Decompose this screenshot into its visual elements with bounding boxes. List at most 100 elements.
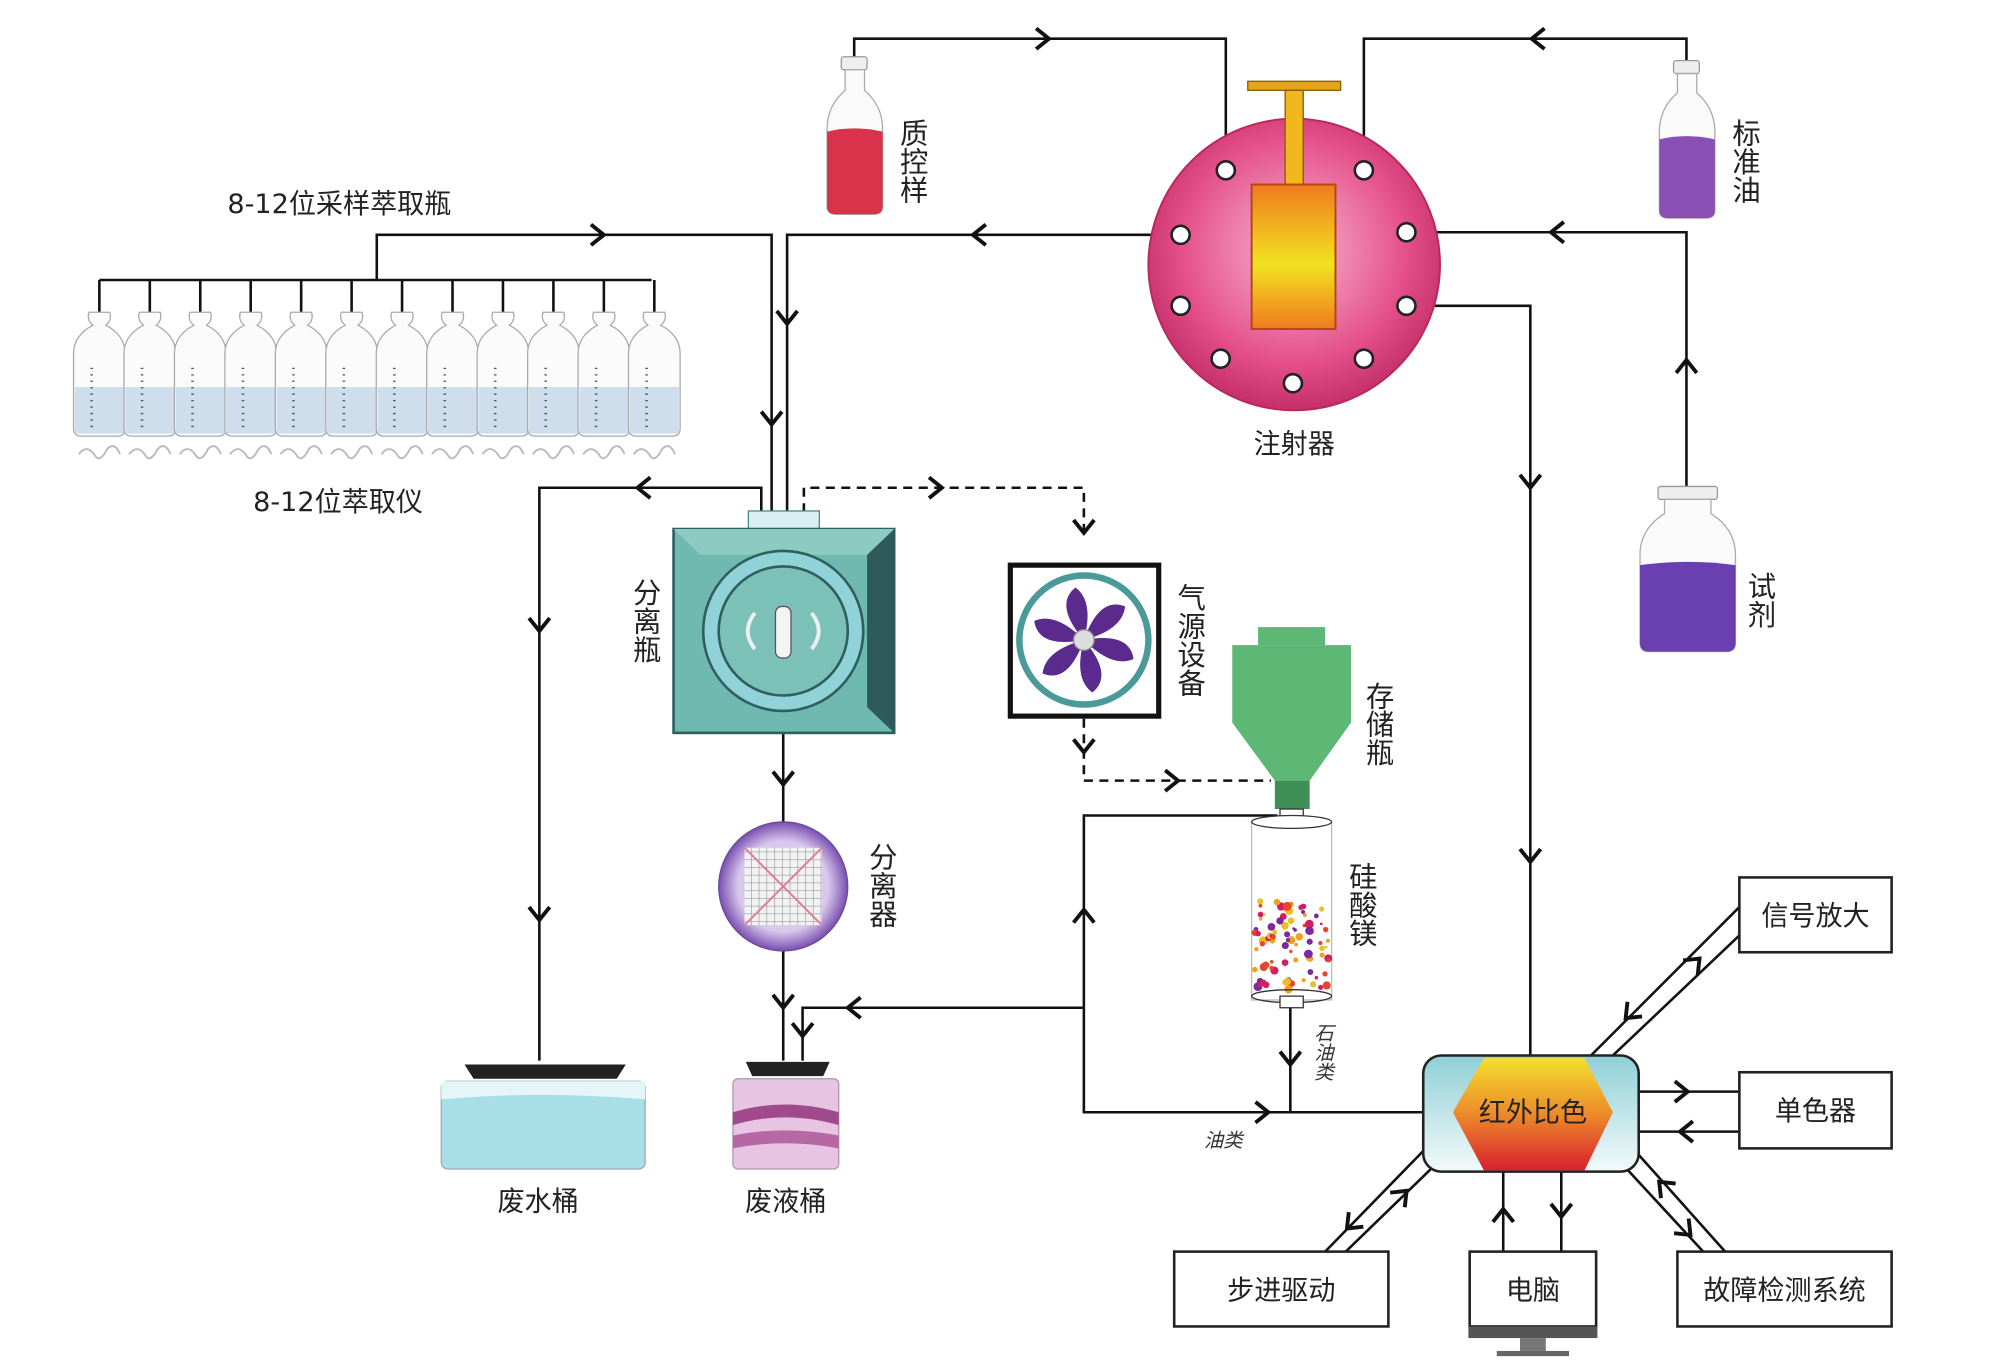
extractor-holder-icon <box>330 445 374 460</box>
magnesium-silicate-label: 硅酸镁 <box>1345 862 1378 947</box>
magnesium-silicate-column[interactable] <box>1250 814 1333 1009</box>
sampling-bottle[interactable] <box>526 280 580 460</box>
sampling-bottle[interactable] <box>627 280 681 460</box>
flow-arrow-icon <box>1163 768 1182 793</box>
flow-arrow-icon <box>527 905 552 924</box>
sampling-bottle[interactable] <box>476 280 530 460</box>
computer-label: 电脑 <box>1506 1275 1560 1306</box>
flow-arrow-icon <box>1344 1211 1364 1231</box>
flow-arrow-icon <box>527 616 552 635</box>
flow-arrow-icon <box>759 410 784 428</box>
flow-arrow-icon <box>1676 1119 1695 1144</box>
extractor-holder-icon <box>178 445 222 460</box>
ir-colorimetry-unit[interactable]: 红外比色 <box>1421 1054 1640 1173</box>
injector-port <box>1353 160 1375 181</box>
extractor-holder-icon <box>77 445 121 460</box>
extractor-label: 8-12位萃取仪 <box>253 487 423 518</box>
waste-water-bucket-label: 废水桶 <box>497 1186 578 1217</box>
waste-liquid-bucket-label: 废液桶 <box>745 1186 826 1217</box>
standard-oil-bottle[interactable] <box>1658 60 1716 219</box>
flow-arrow-icon <box>1657 1179 1676 1199</box>
waste-liquid-bucket[interactable] <box>732 1061 840 1170</box>
sampling-bottle[interactable] <box>72 280 126 460</box>
flow-arrow-icon <box>771 993 796 1011</box>
flow-arrow-icon <box>1034 26 1053 51</box>
injector-port <box>1353 348 1375 370</box>
injector-port <box>1210 348 1231 370</box>
gas-source-label: 气源设备 <box>1173 583 1206 697</box>
waste-water-bucket[interactable] <box>440 1064 646 1170</box>
standard-oil-label: 标准油 <box>1728 119 1761 204</box>
flow-arrow-icon <box>775 309 799 327</box>
qc-sample-label: 质控样 <box>896 119 929 204</box>
sampling-bottle[interactable] <box>274 280 328 460</box>
sampling-bottles <box>72 280 681 460</box>
flow-arrow-icon <box>1072 906 1096 924</box>
oils-label: 油类 <box>1204 1129 1245 1152</box>
flow-lines <box>99 37 1741 1253</box>
separator[interactable] <box>718 821 849 952</box>
sampling-bottle[interactable] <box>173 280 227 460</box>
extractor-holder-icon <box>380 445 424 460</box>
flow-arrow-icon <box>1549 1202 1574 1220</box>
flow-arrow-icon <box>1072 518 1096 537</box>
petroleum-label: 石油类 <box>1311 1023 1334 1081</box>
flow-arrow-icon <box>771 770 796 788</box>
extractor-holder-icon <box>532 445 575 460</box>
flow-arrow-icon <box>1072 738 1096 756</box>
sampling-bottle[interactable] <box>123 280 177 460</box>
stepper-drive-box[interactable]: 步进驱动 <box>1172 1250 1390 1328</box>
flow-arrow-icon <box>589 223 607 247</box>
ir-colorimetry-label: 红外比色 <box>1479 1097 1587 1128</box>
injector-port <box>1215 160 1237 181</box>
fan-blade-icon <box>1083 604 1126 640</box>
sampling-bottle[interactable] <box>577 280 631 460</box>
monitor-base-icon <box>1468 1326 1598 1339</box>
extractor-holder-icon <box>431 445 475 460</box>
flow-arrow-icon <box>634 475 652 500</box>
separation-bottle[interactable] <box>672 510 896 735</box>
fan-blade-icon <box>1083 637 1134 662</box>
storage-bottle[interactable] <box>1232 627 1351 823</box>
flow-arrow-icon <box>1682 956 1702 976</box>
reagent-bottle[interactable] <box>1639 485 1737 653</box>
gas-source-fan[interactable] <box>1007 562 1162 719</box>
reagent-label: 试剂 <box>1744 572 1777 629</box>
injector-label: 注射器 <box>1254 429 1335 460</box>
computer-box[interactable]: 电脑 <box>1468 1250 1598 1357</box>
injector-port <box>1170 295 1191 317</box>
sampling-bottle[interactable] <box>375 280 429 460</box>
extractor-holder-icon <box>582 445 626 460</box>
flow-arrow-icon <box>969 223 988 247</box>
fan-blade-icon <box>1080 640 1102 693</box>
sampling-bottle[interactable] <box>325 280 379 460</box>
flow-arrow-icon <box>1254 1100 1272 1125</box>
fault-detection-label: 故障检测系统 <box>1703 1275 1865 1306</box>
qc-liquid <box>827 128 883 215</box>
qc-sample-bottle[interactable] <box>826 56 884 215</box>
flow-arrows <box>527 26 1702 1238</box>
flow-arrow-icon <box>1389 1188 1409 1208</box>
sampling-bottle[interactable] <box>426 280 479 460</box>
fault-detection-box[interactable]: 故障检测系统 <box>1676 1250 1893 1328</box>
flow-arrow-icon <box>927 475 946 500</box>
extractor-holder-icon <box>128 445 172 460</box>
flow-arrow-icon <box>844 995 862 1020</box>
flow-arrow-icon <box>1528 26 1546 51</box>
monochromator-box[interactable]: 单色器 <box>1738 1070 1893 1150</box>
injector[interactable] <box>1147 80 1441 412</box>
fan-blade-icon <box>1034 618 1084 643</box>
injector-port <box>1170 224 1191 246</box>
fan-blade-icon <box>1066 587 1088 640</box>
stepper-drive-label: 步进驱动 <box>1227 1275 1335 1306</box>
signal-amplifier-label: 信号放大 <box>1761 901 1869 932</box>
signal-amplifier-box[interactable]: 信号放大 <box>1738 876 1893 954</box>
extractor-holder-icon <box>229 445 273 460</box>
separation-bottle-label: 分离瓶 <box>629 578 662 663</box>
extractor-holder-icon <box>632 445 676 460</box>
flow-arrow-icon <box>1674 356 1699 375</box>
sampling-bottle[interactable] <box>224 280 278 460</box>
flow-arrow-icon <box>1518 847 1543 866</box>
